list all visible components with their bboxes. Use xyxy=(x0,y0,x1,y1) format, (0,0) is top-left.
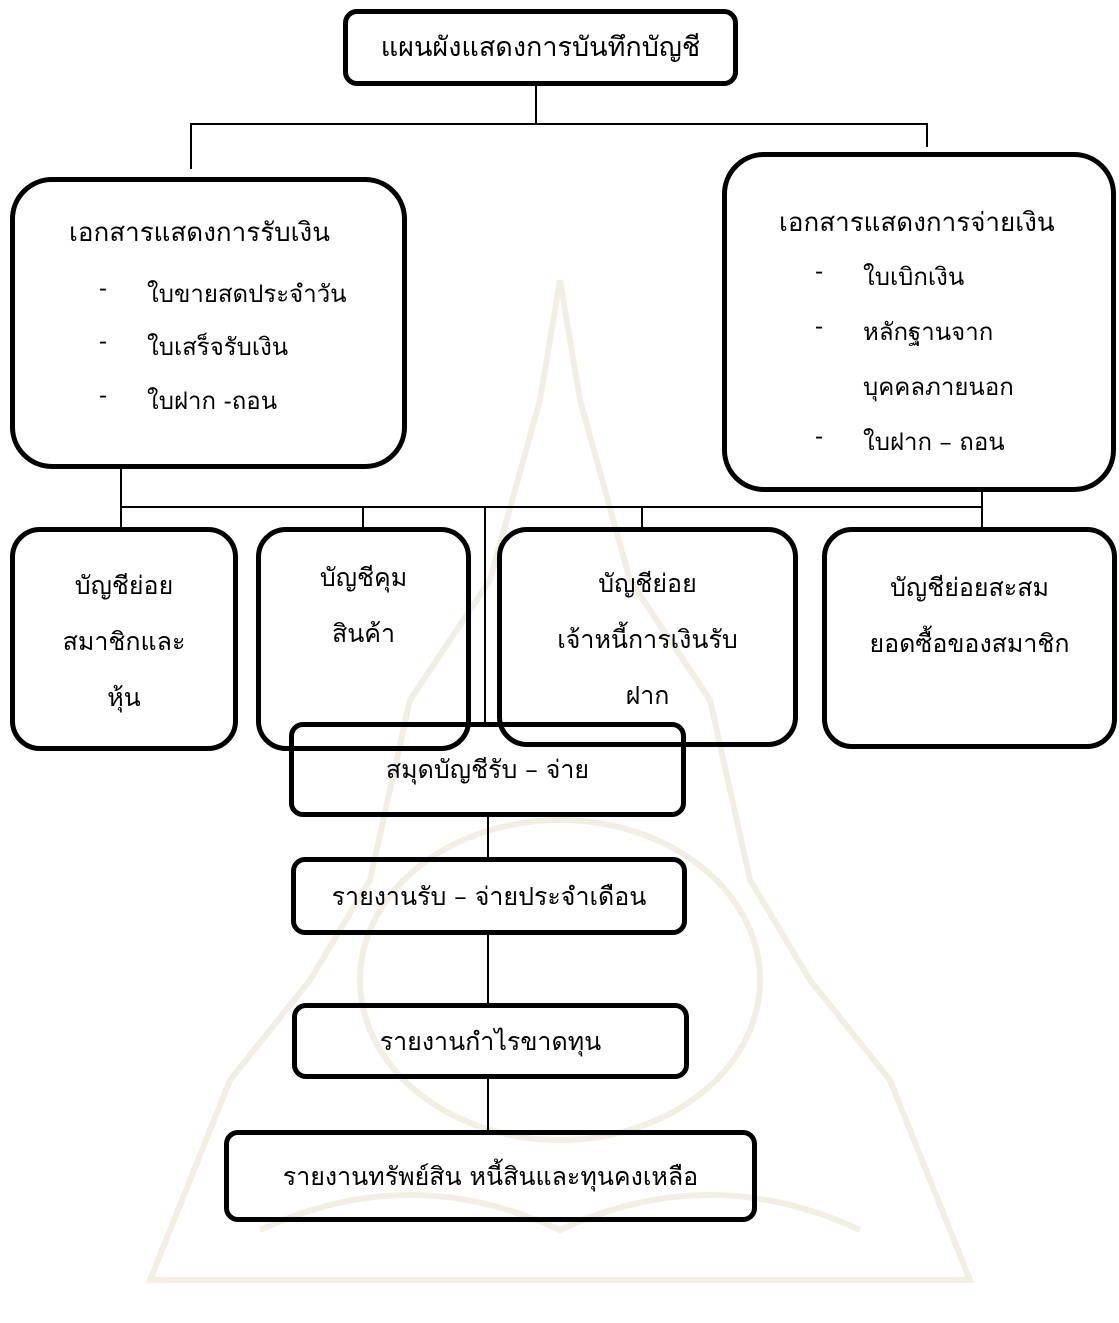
payments-heading: เอกสารแสดงการจ่ายเงิน xyxy=(779,208,1055,238)
connector-cashbook-to-monthly xyxy=(487,816,489,860)
ledger-line: เจ้าหนี้การเงินรับ xyxy=(557,625,738,654)
connector-receipts-down xyxy=(120,467,122,507)
connector-payments-down xyxy=(981,490,983,508)
receipts-heading: เอกสารแสดงการรับเงิน xyxy=(69,218,331,248)
connector-to-payments xyxy=(926,123,928,147)
ledger-inventory-control-box: บัญชีคุม สินค้า xyxy=(256,527,471,751)
top-title: แผนผังแสดงการบันทึกบัญชี xyxy=(380,31,701,63)
balance-sheet-label: รายงานทรัพย์สิน หนี้สินและทุนคงเหลือ xyxy=(282,1161,699,1191)
connector-top-down xyxy=(535,84,537,124)
connector-ledger-horizontal xyxy=(120,506,982,508)
top-title-box: แผนผังแสดงการบันทึกบัญชี xyxy=(343,9,738,86)
connector-ledger-4 xyxy=(981,506,983,530)
ledger-line: บัญชีย่อย xyxy=(598,569,697,598)
ledger-line: บัญชีย่อยสะสม xyxy=(890,573,1049,602)
ledger-line: หุ้น xyxy=(107,683,141,712)
monthly-report-label: รายงานรับ – จ่ายประจำเดือน xyxy=(331,881,647,911)
payments-docs-box: เอกสารแสดงการจ่ายเงิน - ใบเบิกเงิน - หลั… xyxy=(722,152,1116,492)
monthly-report-box: รายงานรับ – จ่ายประจำเดือน xyxy=(291,857,687,935)
connector-monthly-to-profit xyxy=(487,934,489,1006)
receipts-docs-box: เอกสารแสดงการรับเงิน - ใบขายสดประจำวัน -… xyxy=(10,177,407,469)
cashbook-label: สมุดบัญชีรับ – จ่าย xyxy=(385,755,590,784)
connector-ledger-3 xyxy=(641,506,643,530)
balance-sheet-box: รายงานทรัพย์สิน หนี้สินและทุนคงเหลือ xyxy=(224,1130,757,1222)
ledger-line: สมาชิกและ xyxy=(62,627,186,656)
ledger-members-shares-box: บัญชีย่อย สมาชิกและ หุ้น xyxy=(10,527,238,751)
ledger-line: บัญชีย่อย xyxy=(74,571,174,600)
ledger-line: ฝาก xyxy=(625,681,670,710)
connector-ledger-2 xyxy=(362,506,364,530)
connector-profit-to-balance xyxy=(487,1078,489,1132)
connector-ledger-1 xyxy=(120,506,122,530)
ledger-line: ยอดซื้อของสมาชิก xyxy=(869,629,1070,658)
connector-to-receipts xyxy=(190,123,192,169)
ledger-line: สินค้า xyxy=(331,619,396,648)
university-emblem-watermark xyxy=(145,280,975,1283)
connector-to-cashbook xyxy=(484,506,486,724)
ledger-line: บัญชีคุม xyxy=(319,563,408,592)
connector-top-horizontal xyxy=(190,123,928,125)
ledger-deposit-creditors-box: บัญชีย่อย เจ้าหนี้การเงินรับ ฝาก xyxy=(497,527,798,747)
profit-loss-label: รายงานกำไรขาดทุน xyxy=(379,1026,602,1056)
profit-loss-box: รายงานกำไรขาดทุน xyxy=(292,1003,689,1079)
ledger-member-purchases-box: บัญชีย่อยสะสม ยอดซื้อของสมาชิก xyxy=(822,527,1117,749)
cashbook-box: สมุดบัญชีรับ – จ่าย xyxy=(289,722,686,817)
